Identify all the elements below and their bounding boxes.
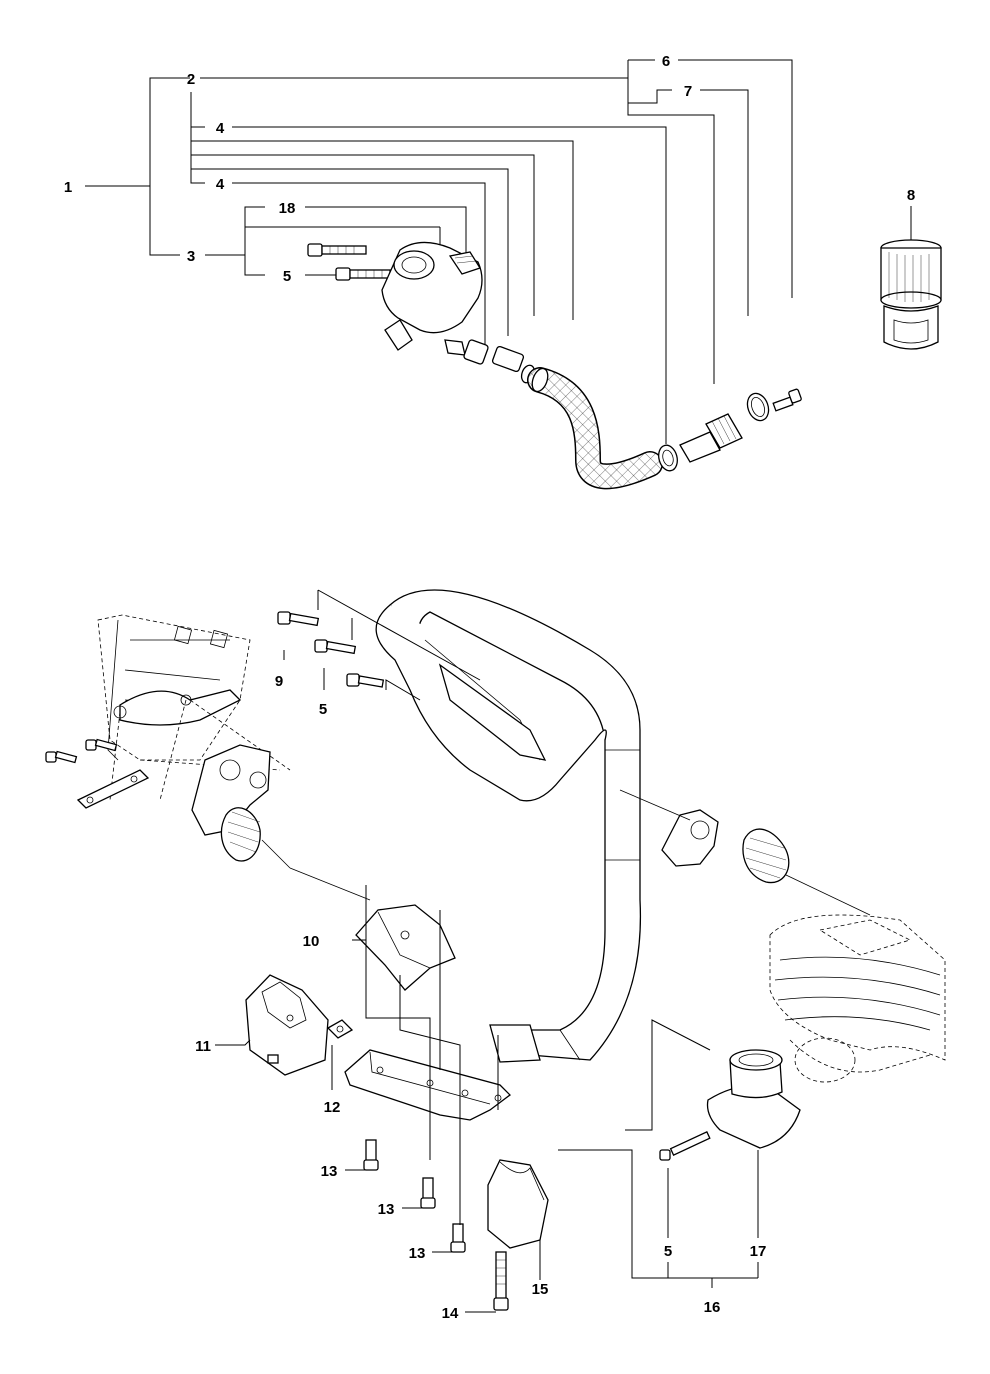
front-handle-icon — [375, 589, 642, 1063]
screw-icon — [346, 673, 385, 688]
bumper-icon — [245, 974, 329, 1076]
callout-10: 10 — [303, 933, 320, 950]
callout-9: 9 — [275, 673, 283, 690]
screw-icon — [659, 1130, 711, 1161]
valve-body-icon — [381, 241, 483, 356]
callout-7: 7 — [684, 83, 692, 100]
callout-5: 5 — [319, 701, 327, 718]
hose-nipple-icon — [463, 339, 536, 384]
screw-icon — [335, 267, 391, 281]
callout-13: 13 — [409, 1245, 426, 1262]
callout-8: 8 — [907, 187, 915, 204]
screw-icon — [493, 1251, 509, 1311]
callout-11: 11 — [195, 1038, 211, 1055]
callout-2: 2 — [187, 71, 195, 88]
handle-cap-icon — [706, 1049, 801, 1149]
water-valve-assembly — [307, 206, 942, 490]
screw-icon — [450, 1223, 466, 1253]
callout-3: 3 — [187, 248, 195, 265]
water-hose-icon — [527, 367, 663, 490]
screw-icon — [45, 750, 78, 764]
callout-15: 15 — [532, 1281, 549, 1298]
screw-icon — [772, 388, 802, 412]
callout-14: 14 — [442, 1305, 459, 1322]
anti-vibration-element-icon — [191, 744, 291, 869]
machine-housing-outline — [97, 614, 291, 801]
screw-icon — [277, 611, 320, 627]
callout-13: 13 — [378, 1201, 395, 1218]
rubber-foot-icon — [487, 1159, 549, 1249]
screw-icon — [314, 639, 357, 655]
hose-connector-icon — [679, 413, 743, 463]
screw-icon — [307, 243, 367, 257]
support-rail-icon — [344, 1049, 511, 1121]
bottom-leader-lines — [215, 589, 759, 1313]
callout-4: 4 — [216, 120, 225, 137]
callout-17: 17 — [750, 1243, 767, 1260]
quick-coupling-icon — [880, 239, 942, 350]
callout-5: 5 — [283, 268, 291, 285]
hose-clamp-icon — [658, 444, 678, 472]
callout-6: 6 — [662, 53, 670, 70]
o-ring-icon — [746, 392, 770, 422]
guard-plate-icon — [355, 904, 456, 991]
plate-icon — [76, 769, 150, 809]
callout-labels: 1 2 3 4 4 18 5 6 7 8 9 5 10 11 12 13 13 … — [64, 53, 915, 1322]
callout-5: 5 — [664, 1243, 672, 1260]
right-anti-vibration-icon — [661, 809, 790, 884]
screw-icon — [85, 738, 118, 752]
engine-cylinder-icon — [769, 914, 946, 1083]
screw-icon — [363, 1139, 379, 1171]
callout-13: 13 — [321, 1163, 338, 1180]
callout-18: 18 — [279, 200, 296, 217]
top-leader-lines — [85, 59, 793, 444]
nut-plate-icon — [326, 1019, 354, 1039]
screw-icon — [420, 1177, 436, 1209]
callout-16: 16 — [704, 1299, 721, 1316]
callout-12: 12 — [324, 1099, 341, 1116]
callout-1: 1 — [64, 179, 72, 196]
callout-4: 4 — [216, 176, 225, 193]
